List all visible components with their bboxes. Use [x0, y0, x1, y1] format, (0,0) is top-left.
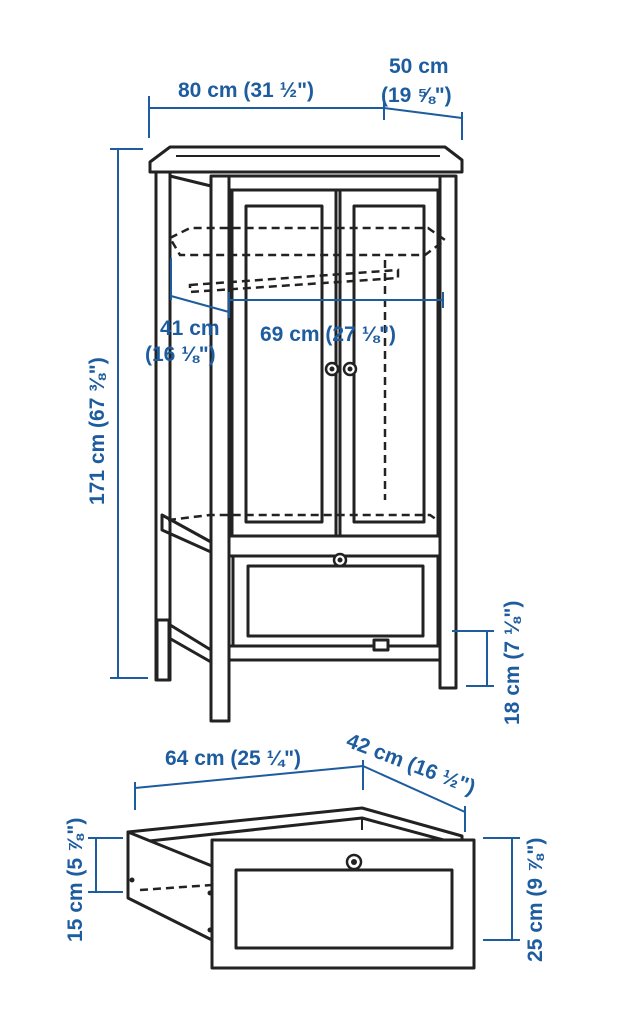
dim-inner-depth-label-in: (16 ⅛") — [145, 343, 216, 366]
dim-drawer-outer-height: 25 cm (9 ⅞") — [483, 837, 547, 962]
dim-height-total: 171 cm (67 ⅜") — [86, 148, 148, 679]
dim-inner-width-label: 69 cm (27 ⅛") — [260, 323, 396, 346]
wardrobe-left-door — [230, 188, 338, 538]
drawer-knob — [332, 552, 348, 568]
dim-depth-top: 50 cm (19 ⅝") — [381, 55, 463, 140]
wardrobe-right-door — [338, 188, 440, 538]
dim-inner-depth-label-cm: 41 cm — [160, 317, 220, 340]
dim-drawer-width-label: 64 cm (25 ¼") — [165, 747, 301, 770]
wardrobe-drawer — [231, 554, 440, 648]
dim-drawer-width: 64 cm (25 ¼") — [134, 747, 364, 810]
dim-depth-top-label-cm: 50 cm — [389, 55, 449, 78]
dim-drawer-outer-height-label: 25 cm (9 ⅞") — [524, 838, 547, 962]
dim-width-top-label: 80 cm (31 ½") — [178, 79, 314, 102]
dim-leg-height-label: 18 cm (7 ⅛") — [501, 601, 524, 725]
dim-drawer-inner-height: 15 cm (5 ⅞") — [64, 818, 123, 942]
dim-drawer-inner-height-label: 15 cm (5 ⅞") — [64, 818, 87, 942]
drawer-detail-knob — [345, 853, 363, 871]
hidden-hat-shelf — [168, 226, 448, 257]
dim-width-top: 80 cm (31 ½") — [148, 79, 385, 138]
drawer-detail — [126, 806, 476, 970]
wardrobe-right-post — [438, 174, 458, 690]
wardrobe-left-post — [209, 174, 231, 723]
dim-height-total-label: 171 cm (67 ⅜") — [86, 357, 109, 505]
dim-inner-depth: 41 cm (16 ⅛") — [145, 258, 230, 366]
door-knob-right — [342, 361, 358, 377]
door-knob-left — [324, 361, 340, 377]
dim-inner-width: 69 cm (27 ⅛") — [228, 292, 444, 346]
wardrobe — [148, 145, 464, 723]
dim-depth-top-label-in: (19 ⅝") — [381, 84, 452, 107]
wardrobe-left-side — [154, 170, 172, 682]
wardrobe-top-board — [148, 145, 464, 174]
dim-leg-height: 18 cm (7 ⅛") — [452, 601, 524, 725]
